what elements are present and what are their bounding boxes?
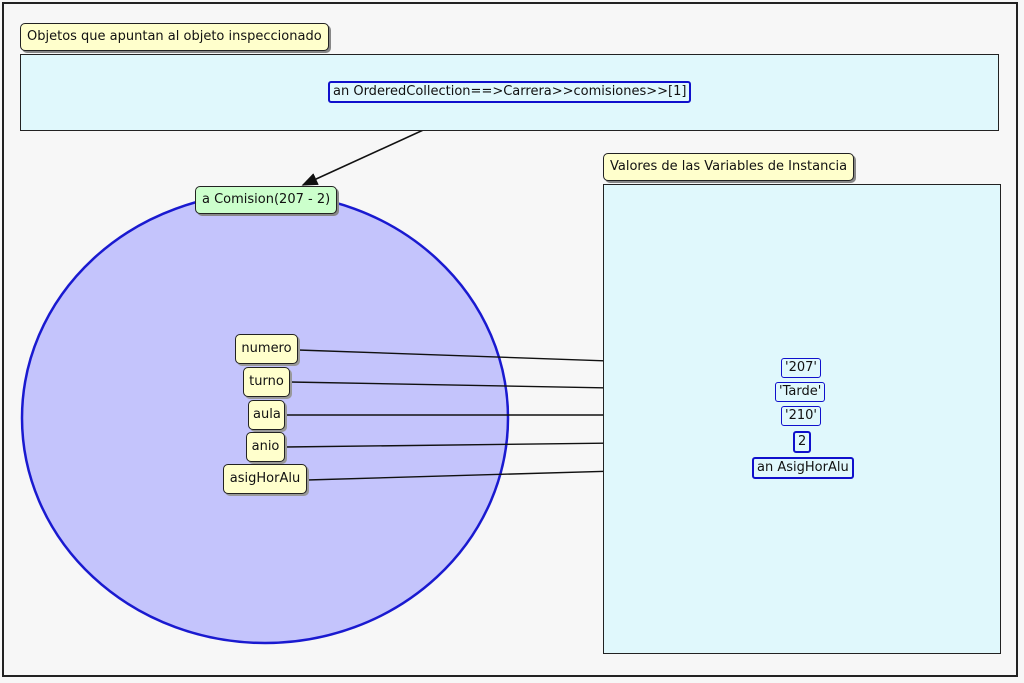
value-anio[interactable]: 2 — [793, 431, 812, 453]
value-aula[interactable]: '210' — [781, 406, 821, 426]
variable-numero[interactable]: numero — [235, 334, 298, 364]
variable-anio[interactable]: anio — [246, 432, 285, 462]
variable-aula[interactable]: aula — [248, 400, 285, 430]
value-numero[interactable]: '207' — [781, 358, 821, 378]
value-turno[interactable]: 'Tarde' — [775, 382, 826, 402]
value-asighoralu[interactable]: an AsigHorAlu — [752, 457, 854, 479]
variable-turno[interactable]: turno — [243, 367, 290, 397]
inspected-object-title[interactable]: a Comision(207 - 2) — [195, 186, 338, 214]
values-title: Valores de las Variables de Instancia — [603, 153, 855, 181]
referrers-title: Objetos que apuntan al objeto inspeccion… — [20, 23, 329, 51]
referrer-item[interactable]: an OrderedCollection==>Carrera>>comision… — [328, 81, 692, 103]
variable-asighoralu[interactable]: asigHorAlu — [223, 464, 307, 494]
